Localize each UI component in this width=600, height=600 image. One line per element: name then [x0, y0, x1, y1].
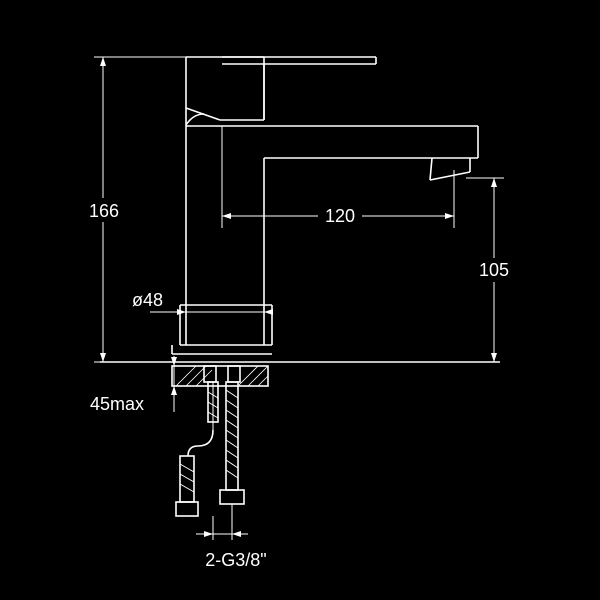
dimension-hose-thread: 2-G3/8" — [196, 504, 267, 570]
dimension-label-105: 105 — [479, 260, 509, 280]
dimension-spout-height: 105 — [466, 177, 514, 362]
dimension-body-diameter: ø48 — [132, 290, 273, 315]
dimension-label-45max: 45max — [90, 394, 144, 414]
dimension-label-thread: 2-G3/8" — [205, 550, 266, 570]
mounting-hoses — [175, 365, 245, 517]
dimension-spout-reach: 120 — [222, 170, 455, 228]
dimension-label-120: 120 — [325, 206, 355, 226]
dimension-deck-thickness: 45max — [90, 356, 177, 414]
dimension-label-166: 166 — [89, 201, 119, 221]
faucet-spout — [186, 125, 479, 228]
dimension-label-diameter: ø48 — [132, 290, 163, 310]
dimension-total-height: 166 — [84, 56, 186, 363]
faucet-lever-handle — [185, 56, 377, 126]
